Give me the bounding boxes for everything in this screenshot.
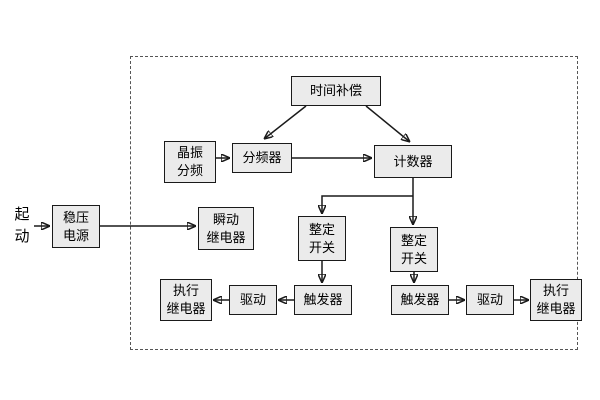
block-instant-relay: 瞬动 继电器: [198, 207, 254, 250]
block-frequency-divider: 分频器: [232, 143, 292, 173]
block-trigger-left: 触发器: [294, 285, 352, 315]
block-counter: 计数器: [374, 145, 452, 178]
block-exec-relay-left: 执行 继电器: [160, 279, 212, 321]
block-setting-switch-left: 整定 开关: [298, 216, 346, 261]
block-trigger-right: 触发器: [391, 285, 449, 315]
block-drive-left: 驱动: [229, 285, 277, 315]
block-power-supply: 稳压 电源: [52, 205, 100, 248]
block-crystal-divider: 晶振 分频: [164, 141, 216, 183]
block-exec-relay-right: 执行 继电器: [530, 279, 582, 321]
dashed-module-frame: [130, 56, 578, 350]
block-time-compensation: 时间补偿: [291, 76, 381, 106]
block-setting-switch-right: 整定 开关: [390, 227, 438, 272]
block-drive-right: 驱动: [466, 285, 514, 315]
start-label: 起 动: [14, 206, 30, 245]
